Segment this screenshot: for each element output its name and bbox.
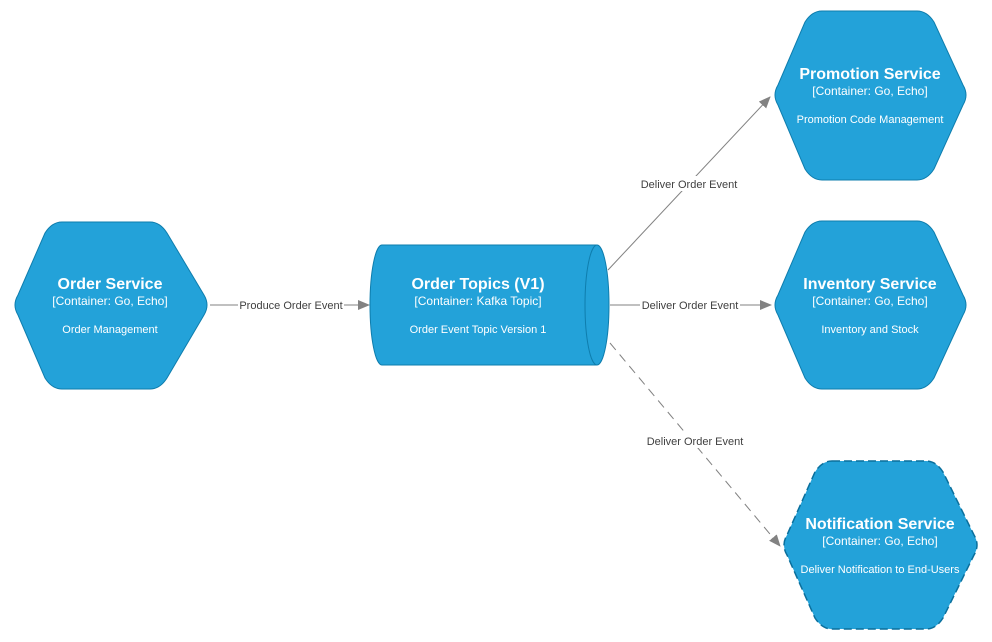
node-tech: [Container: Go, Echo]: [812, 84, 927, 98]
edge-deliver-to-promotion: Deliver Order Event: [607, 96, 771, 271]
hexagon-shape: [14, 221, 208, 390]
node-inventory-service[interactable]: Inventory Service [Container: Go, Echo] …: [774, 220, 967, 390]
hexagon-shape: [774, 10, 967, 181]
cylinder-end: [584, 244, 598, 366]
node-description: Order Event Topic Version 1: [410, 324, 547, 336]
node-tech: [Container: Go, Echo]: [812, 294, 927, 308]
node-promotion-service[interactable]: Promotion Service [Container: Go, Echo] …: [774, 10, 967, 181]
node-order-topics[interactable]: Order Topics (V1) [Container: Kafka Topi…: [369, 244, 610, 366]
node-tech: [Container: Go, Echo]: [52, 294, 167, 308]
edge-label: Deliver Order Event: [641, 179, 738, 191]
node-notification-service[interactable]: Notification Service [Container: Go, Ech…: [783, 460, 978, 630]
node-title: Inventory Service: [803, 276, 937, 293]
edge-label: Deliver Order Event: [642, 300, 739, 312]
hexagon-shape: [783, 460, 978, 630]
node-description: Inventory and Stock: [821, 324, 919, 336]
edge-label: Deliver Order Event: [647, 436, 744, 448]
node-title: Promotion Service: [799, 66, 940, 83]
node-order-service[interactable]: Order Service [Container: Go, Echo] Orde…: [14, 221, 208, 390]
node-description: Deliver Notification to End-Users: [801, 564, 960, 576]
node-tech: [Container: Kafka Topic]: [414, 294, 541, 308]
edge-deliver-to-inventory: Deliver Order Event: [610, 297, 772, 312]
hexagon-shape: [774, 220, 967, 390]
node-title: Order Topics (V1): [411, 276, 544, 293]
edge-produce-order-event: Produce Order Event: [210, 297, 370, 312]
node-title: Notification Service: [805, 516, 954, 533]
node-description: Order Management: [62, 324, 157, 336]
node-description: Promotion Code Management: [797, 114, 944, 126]
node-tech: [Container: Go, Echo]: [822, 534, 937, 548]
edge-deliver-to-notification: Deliver Order Event: [609, 342, 781, 547]
edge-label: Produce Order Event: [239, 300, 342, 312]
node-title: Order Service: [58, 276, 163, 293]
